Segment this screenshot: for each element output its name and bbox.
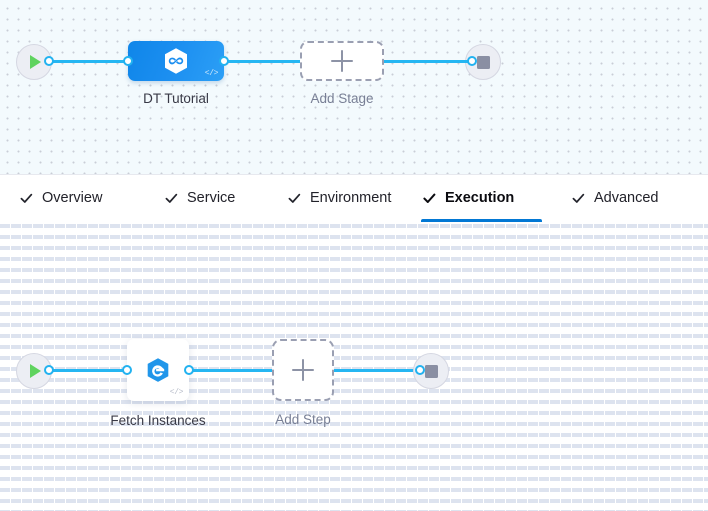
tab-environment-label: Environment	[310, 190, 392, 206]
step-link-mid	[191, 369, 272, 372]
stage-node-out-port[interactable]	[219, 56, 229, 66]
pipeline-tabs: Overview Service Environment Execution	[0, 174, 708, 222]
add-stage-label: Add Stage	[310, 91, 374, 106]
add-step-button[interactable]	[272, 339, 334, 401]
play-icon	[30, 55, 41, 69]
stage-node-code-badge: </>	[204, 69, 219, 78]
tab-execution[interactable]: Execution	[421, 174, 542, 222]
check-icon	[288, 192, 301, 205]
add-step-label: Add Step	[275, 412, 331, 427]
step-end-port[interactable]	[415, 365, 425, 375]
add-stage-button[interactable]	[300, 41, 384, 81]
stage-node-label: DT Tutorial	[143, 91, 209, 106]
tab-advanced-label: Advanced	[594, 190, 659, 206]
hexagon-e-icon	[147, 358, 169, 382]
step-start-port[interactable]	[44, 365, 54, 375]
step-node-fetch-instances[interactable]: </>	[127, 339, 189, 401]
tab-overview-label: Overview	[42, 190, 103, 206]
hexagon-infinity-icon	[165, 48, 187, 74]
step-node-label: Fetch Instances	[110, 413, 206, 428]
tab-overview[interactable]: Overview	[18, 174, 104, 222]
step-node-code-badge: </>	[169, 388, 184, 397]
stop-icon	[424, 364, 438, 378]
step-link-start	[50, 369, 133, 372]
stage-link-mid	[226, 60, 302, 63]
plus-icon	[292, 359, 314, 381]
stages-canvas[interactable]: </> DT Tutorial Add Stage	[0, 0, 708, 174]
steps-canvas[interactable]: </> Fetch Instances Add Step	[0, 222, 708, 511]
play-icon	[30, 364, 41, 378]
check-icon	[165, 192, 178, 205]
stop-icon	[476, 55, 490, 69]
step-node-in-port[interactable]	[122, 365, 132, 375]
tab-active-underline	[421, 219, 542, 222]
tab-service-label: Service	[187, 190, 236, 206]
stage-start-port[interactable]	[44, 56, 54, 66]
step-link-end	[334, 369, 420, 372]
tab-execution-label: Execution	[445, 190, 515, 206]
tab-service[interactable]: Service	[163, 174, 237, 222]
tab-environment[interactable]: Environment	[286, 174, 393, 222]
stage-node-dt-tutorial[interactable]: </>	[128, 41, 224, 81]
check-icon	[423, 192, 436, 205]
step-node-out-port[interactable]	[184, 365, 194, 375]
check-icon	[572, 192, 585, 205]
tab-advanced[interactable]: Advanced	[570, 174, 661, 222]
stage-node-in-port[interactable]	[123, 56, 133, 66]
plus-icon	[331, 50, 353, 72]
stage-link-end	[384, 60, 472, 63]
stage-link-start	[50, 60, 132, 63]
stage-end-port[interactable]	[467, 56, 477, 66]
check-icon	[20, 192, 33, 205]
